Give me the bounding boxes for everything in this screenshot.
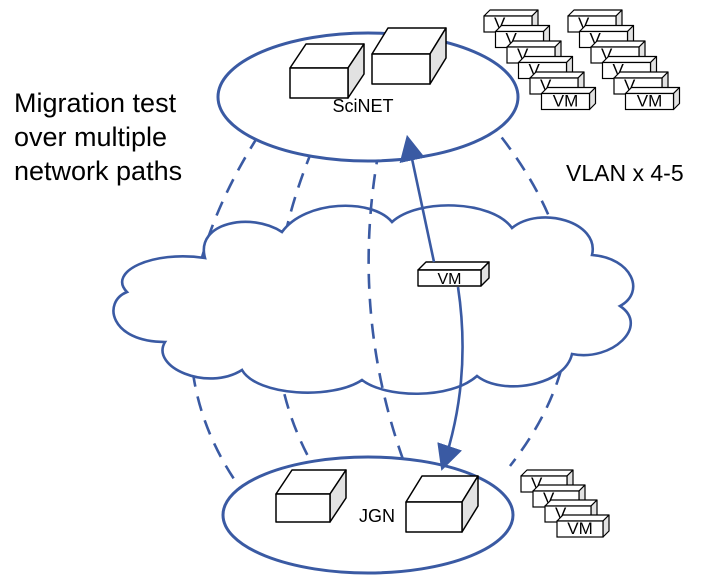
vm-box: V [517,55,574,80]
vm-box: V [544,499,598,523]
jgn-server-1 [275,469,347,523]
jgn-server-2 [405,475,479,533]
migrating-vm: VM [417,261,490,288]
jgn-label: JGN [359,506,395,526]
vlan-count-label: VLAN x 4-5 [566,160,684,186]
caption: Migration test over multiple network pat… [14,86,182,188]
vm-box: VM [540,86,597,111]
internet-cloud [112,204,635,396]
scinet-server-2 [371,27,447,85]
caption-line-3: network paths [14,156,183,186]
migrating-vm-label: VM [438,271,462,288]
network-path-1 [189,114,274,493]
vm-box: V [601,55,658,80]
scinet-label: SciNET [332,96,393,116]
vm-box: V [567,9,623,33]
vm-box: VM [556,514,610,538]
vm-label: VM [553,92,579,111]
vm-label: VM [567,519,593,538]
vm-box: VM [624,86,681,111]
vm-label: VM [637,92,663,111]
migration-arrow-to-scinet [399,134,436,263]
caption-line-1: Migration test [14,88,177,118]
migration-arrow-to-jgn [437,286,464,471]
network-path-3 [485,117,571,467]
scinet-server-1 [289,43,365,99]
caption-line-2: over multiple [14,122,168,152]
